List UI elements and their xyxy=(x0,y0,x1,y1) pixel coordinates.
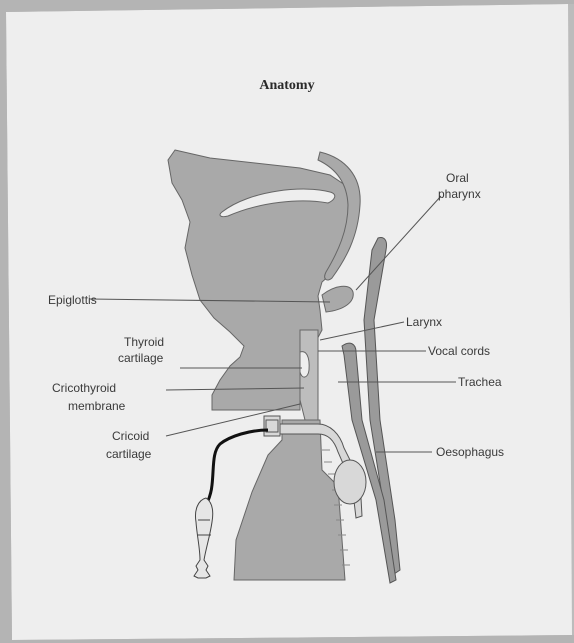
label-cricothyroid-line2: membrane xyxy=(68,398,125,414)
label-oesophagus: Oesophagus xyxy=(436,444,504,460)
figure-title: Anatomy xyxy=(0,78,574,94)
thyroid-cartilage xyxy=(300,352,309,377)
label-epiglottis: Epiglottis xyxy=(48,292,97,308)
label-oral-pharynx-line1: Oral xyxy=(446,170,469,186)
label-trachea: Trachea xyxy=(458,374,502,390)
label-cricoid-line2: cartilage xyxy=(106,446,151,462)
label-cricothyroid-line1: Cricothyroid xyxy=(52,380,116,396)
label-thyroid-line1: Thyroid xyxy=(124,334,164,350)
label-cricoid-line1: Cricoid xyxy=(112,428,149,444)
label-vocal-cords: Vocal cords xyxy=(428,343,490,359)
tube-cuff xyxy=(334,460,366,504)
label-larynx: Larynx xyxy=(406,314,442,330)
label-thyroid-line2: cartilage xyxy=(118,350,163,366)
label-oral-pharynx-line2: pharynx xyxy=(438,186,481,202)
